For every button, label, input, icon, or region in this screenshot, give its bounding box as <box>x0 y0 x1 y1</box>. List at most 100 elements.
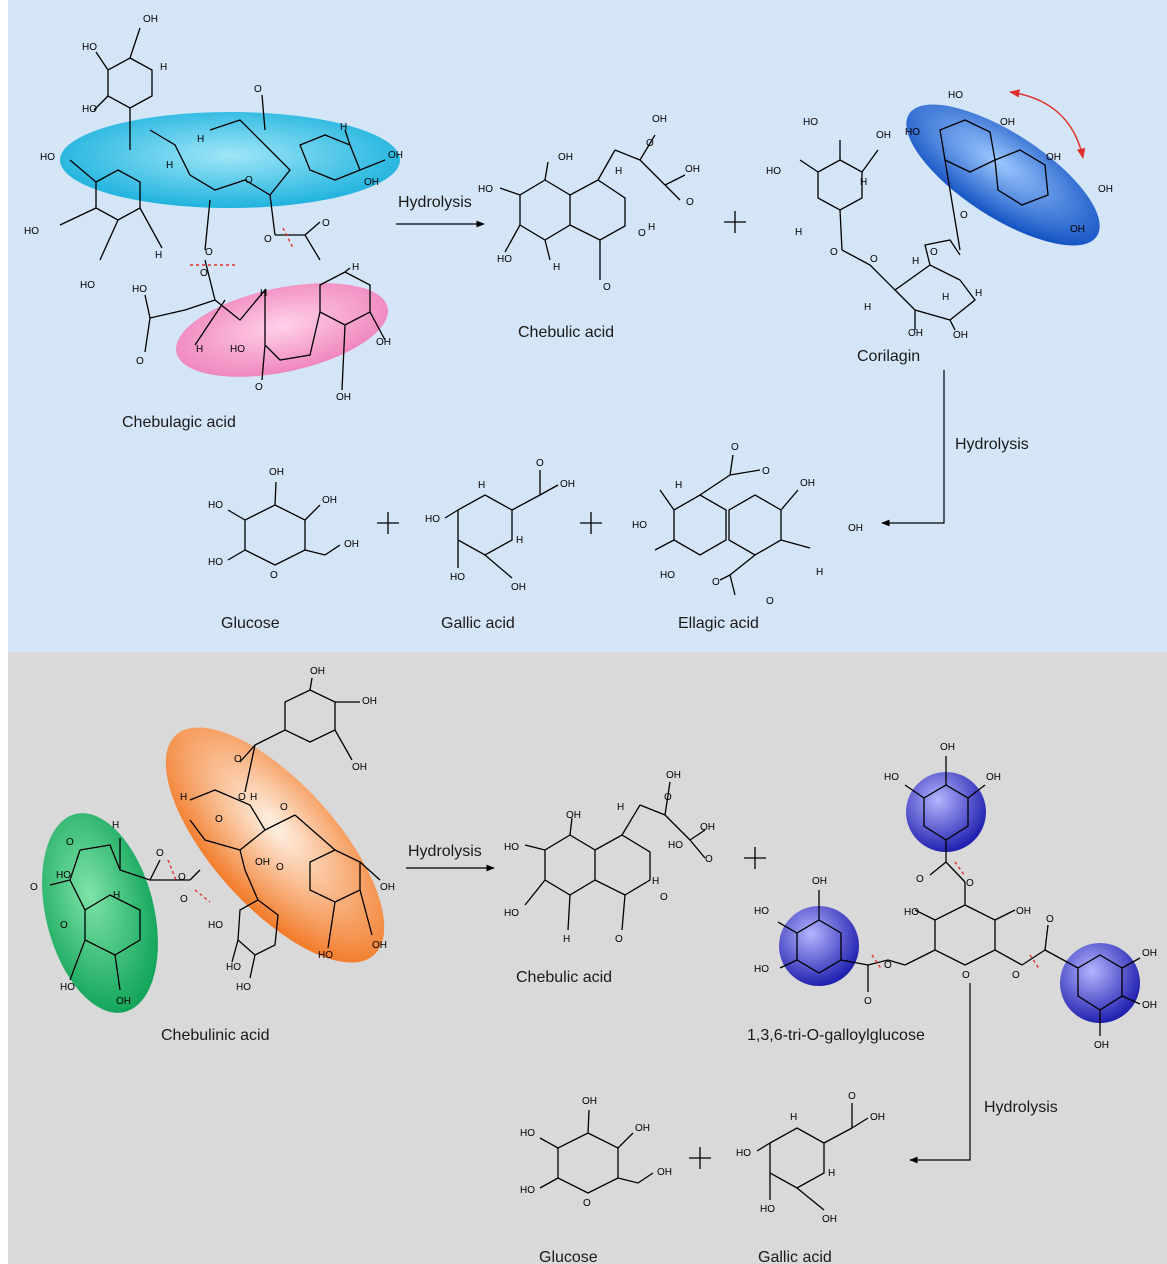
svg-text:HO: HO <box>425 514 440 525</box>
svg-text:O: O <box>156 848 164 859</box>
svg-text:HO: HO <box>82 104 97 115</box>
svg-text:O: O <box>848 1091 856 1102</box>
svg-text:O: O <box>136 356 144 367</box>
svg-text:H: H <box>648 222 655 233</box>
svg-text:OH: OH <box>143 14 158 25</box>
svg-text:HO: HO <box>904 907 919 918</box>
cleavage-mark <box>954 861 966 877</box>
navy-highlight <box>779 906 859 986</box>
svg-text:OH: OH <box>116 996 131 1007</box>
svg-text:OH: OH <box>1046 152 1061 163</box>
svg-text:O: O <box>215 814 223 825</box>
svg-text:O: O <box>270 570 278 581</box>
svg-text:H: H <box>912 256 919 267</box>
svg-text:OH: OH <box>310 666 325 677</box>
svg-text:OH: OH <box>812 876 827 887</box>
svg-text:H: H <box>816 567 823 578</box>
svg-text:OH: OH <box>635 1123 650 1134</box>
hydrolysis-label-1: Hydrolysis <box>398 194 472 211</box>
svg-text:H: H <box>155 250 162 261</box>
svg-text:O: O <box>960 210 968 221</box>
svg-text:OH: OH <box>511 582 526 593</box>
plus-sign <box>744 847 766 869</box>
svg-text:O: O <box>180 894 188 905</box>
svg-text:O: O <box>664 792 672 803</box>
svg-text:H: H <box>160 62 167 73</box>
navy-highlight <box>906 772 986 852</box>
svg-text:OH: OH <box>800 478 815 489</box>
svg-text:H: H <box>795 227 802 238</box>
chebulinic-acid-label: Chebulinic acid <box>161 1027 270 1044</box>
svg-text:OH: OH <box>1000 117 1015 128</box>
svg-text:OH: OH <box>269 467 284 478</box>
svg-text:H: H <box>652 876 659 887</box>
svg-text:HO: HO <box>520 1185 535 1196</box>
svg-text:O: O <box>686 197 694 208</box>
svg-text:HO: HO <box>226 962 241 973</box>
svg-text:O: O <box>280 802 288 813</box>
svg-text:OH: OH <box>666 770 681 781</box>
orange-highlight <box>165 727 385 963</box>
svg-text:OH: OH <box>372 940 387 951</box>
svg-text:OH: OH <box>362 696 377 707</box>
svg-text:O: O <box>660 892 668 903</box>
svg-text:O: O <box>762 466 770 477</box>
svg-text:H: H <box>860 177 867 188</box>
svg-text:OH: OH <box>700 822 715 833</box>
svg-text:H: H <box>478 480 485 491</box>
plus-sign <box>689 1147 711 1169</box>
svg-text:OH: OH <box>876 130 891 141</box>
svg-text:HO: HO <box>803 117 818 128</box>
svg-text:H: H <box>790 1112 797 1123</box>
svg-text:O: O <box>884 960 892 971</box>
svg-text:OH: OH <box>255 857 270 868</box>
corilagin-label: Corilagin <box>857 348 920 365</box>
svg-text:OH: OH <box>566 810 581 821</box>
chebulagic-acid-structure: OH HO HO H HO HO HO H O H OH OH H H O O … <box>24 14 403 403</box>
svg-text:HO: HO <box>754 906 769 917</box>
svg-text:O: O <box>234 754 242 765</box>
svg-text:HO: HO <box>660 570 675 581</box>
svg-text:OH: OH <box>940 742 955 753</box>
ellagic-acid-label: Ellagic acid <box>678 615 759 632</box>
trigalloylglucose-structure: OH HO OH O O HO OH O O O O O OH HO HO OH… <box>754 742 1157 1051</box>
svg-text:O: O <box>254 84 262 95</box>
chebulinic-acid-structure: OH OH OH O O H H O O OH O OH OH HO HO HO… <box>30 666 395 1013</box>
svg-text:H: H <box>975 288 982 299</box>
svg-text:H: H <box>617 802 624 813</box>
svg-text:OH: OH <box>558 152 573 163</box>
rotation-arrow <box>1008 89 1086 160</box>
svg-text:O: O <box>615 934 623 945</box>
svg-text:H: H <box>864 302 871 313</box>
svg-text:O: O <box>1046 914 1054 925</box>
svg-text:OH: OH <box>953 330 968 341</box>
svg-text:OH: OH <box>1094 1040 1109 1051</box>
gallic-acid-bottom-label: Gallic acid <box>758 1249 832 1264</box>
chebulagic-acid-label: Chebulagic acid <box>122 414 236 431</box>
svg-text:H: H <box>180 792 187 803</box>
svg-text:HO: HO <box>760 1204 775 1215</box>
svg-text:OH: OH <box>388 150 403 161</box>
svg-text:O: O <box>322 218 330 229</box>
svg-text:HO: HO <box>56 870 71 881</box>
svg-text:O: O <box>583 1198 591 1209</box>
svg-text:OH: OH <box>1070 224 1085 235</box>
chebulic-acid-top-structure: OH HO HO H O O OH O OH O H H <box>478 114 700 293</box>
svg-text:OH: OH <box>364 177 379 188</box>
svg-text:HO: HO <box>754 964 769 975</box>
svg-text:OH: OH <box>380 882 395 893</box>
svg-text:H: H <box>942 292 949 303</box>
svg-text:H: H <box>828 1168 835 1179</box>
green-highlight <box>42 813 158 1013</box>
plus-sign <box>724 211 746 233</box>
svg-text:HO: HO <box>208 557 223 568</box>
chebulic-acid-bottom-structure: OH HO HO H O O OH O OH O HO H H <box>504 770 715 945</box>
hydrolysis-label-2: Hydrolysis <box>955 436 1029 453</box>
svg-text:OH: OH <box>1016 906 1031 917</box>
svg-text:H: H <box>340 122 347 133</box>
svg-text:O: O <box>731 442 739 453</box>
svg-text:OH: OH <box>657 1167 672 1178</box>
gallic-acid-top-structure: H O OH HO H HO OH <box>425 458 575 593</box>
svg-text:O: O <box>200 268 208 279</box>
svg-text:HO: HO <box>632 520 647 531</box>
